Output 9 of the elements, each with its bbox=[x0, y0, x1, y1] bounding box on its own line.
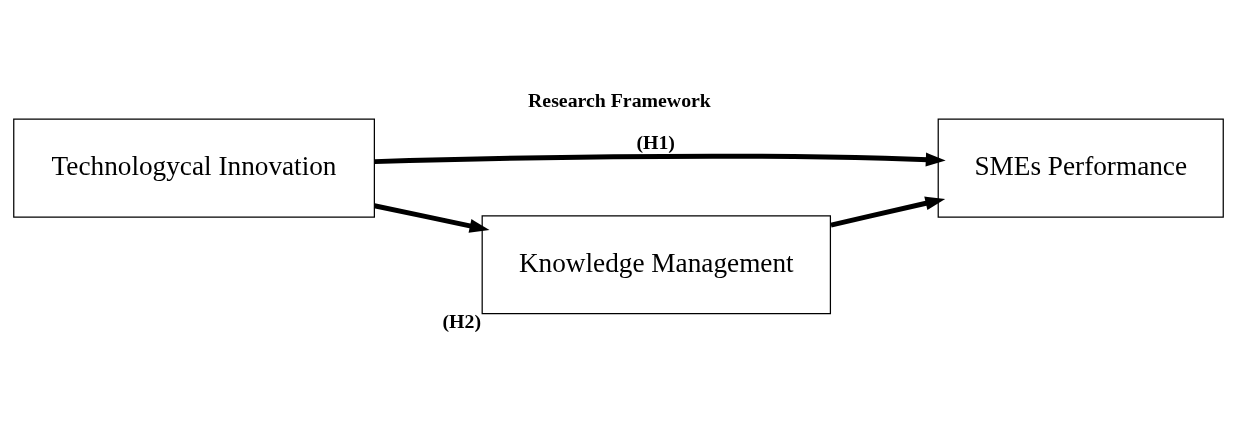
arrow bbox=[374, 152, 946, 166]
arrow bbox=[830, 196, 946, 227]
node-box: Knowledge Management bbox=[481, 214, 832, 314]
node-label: (H2) bbox=[442, 309, 482, 332]
edge-label: (H1) bbox=[636, 130, 675, 153]
diagram-title: Research Framework bbox=[528, 88, 711, 111]
node-box: SMEs Performance bbox=[937, 118, 1224, 218]
arrow bbox=[373, 202, 490, 233]
node-box: Technologycal Innovation bbox=[13, 118, 375, 218]
